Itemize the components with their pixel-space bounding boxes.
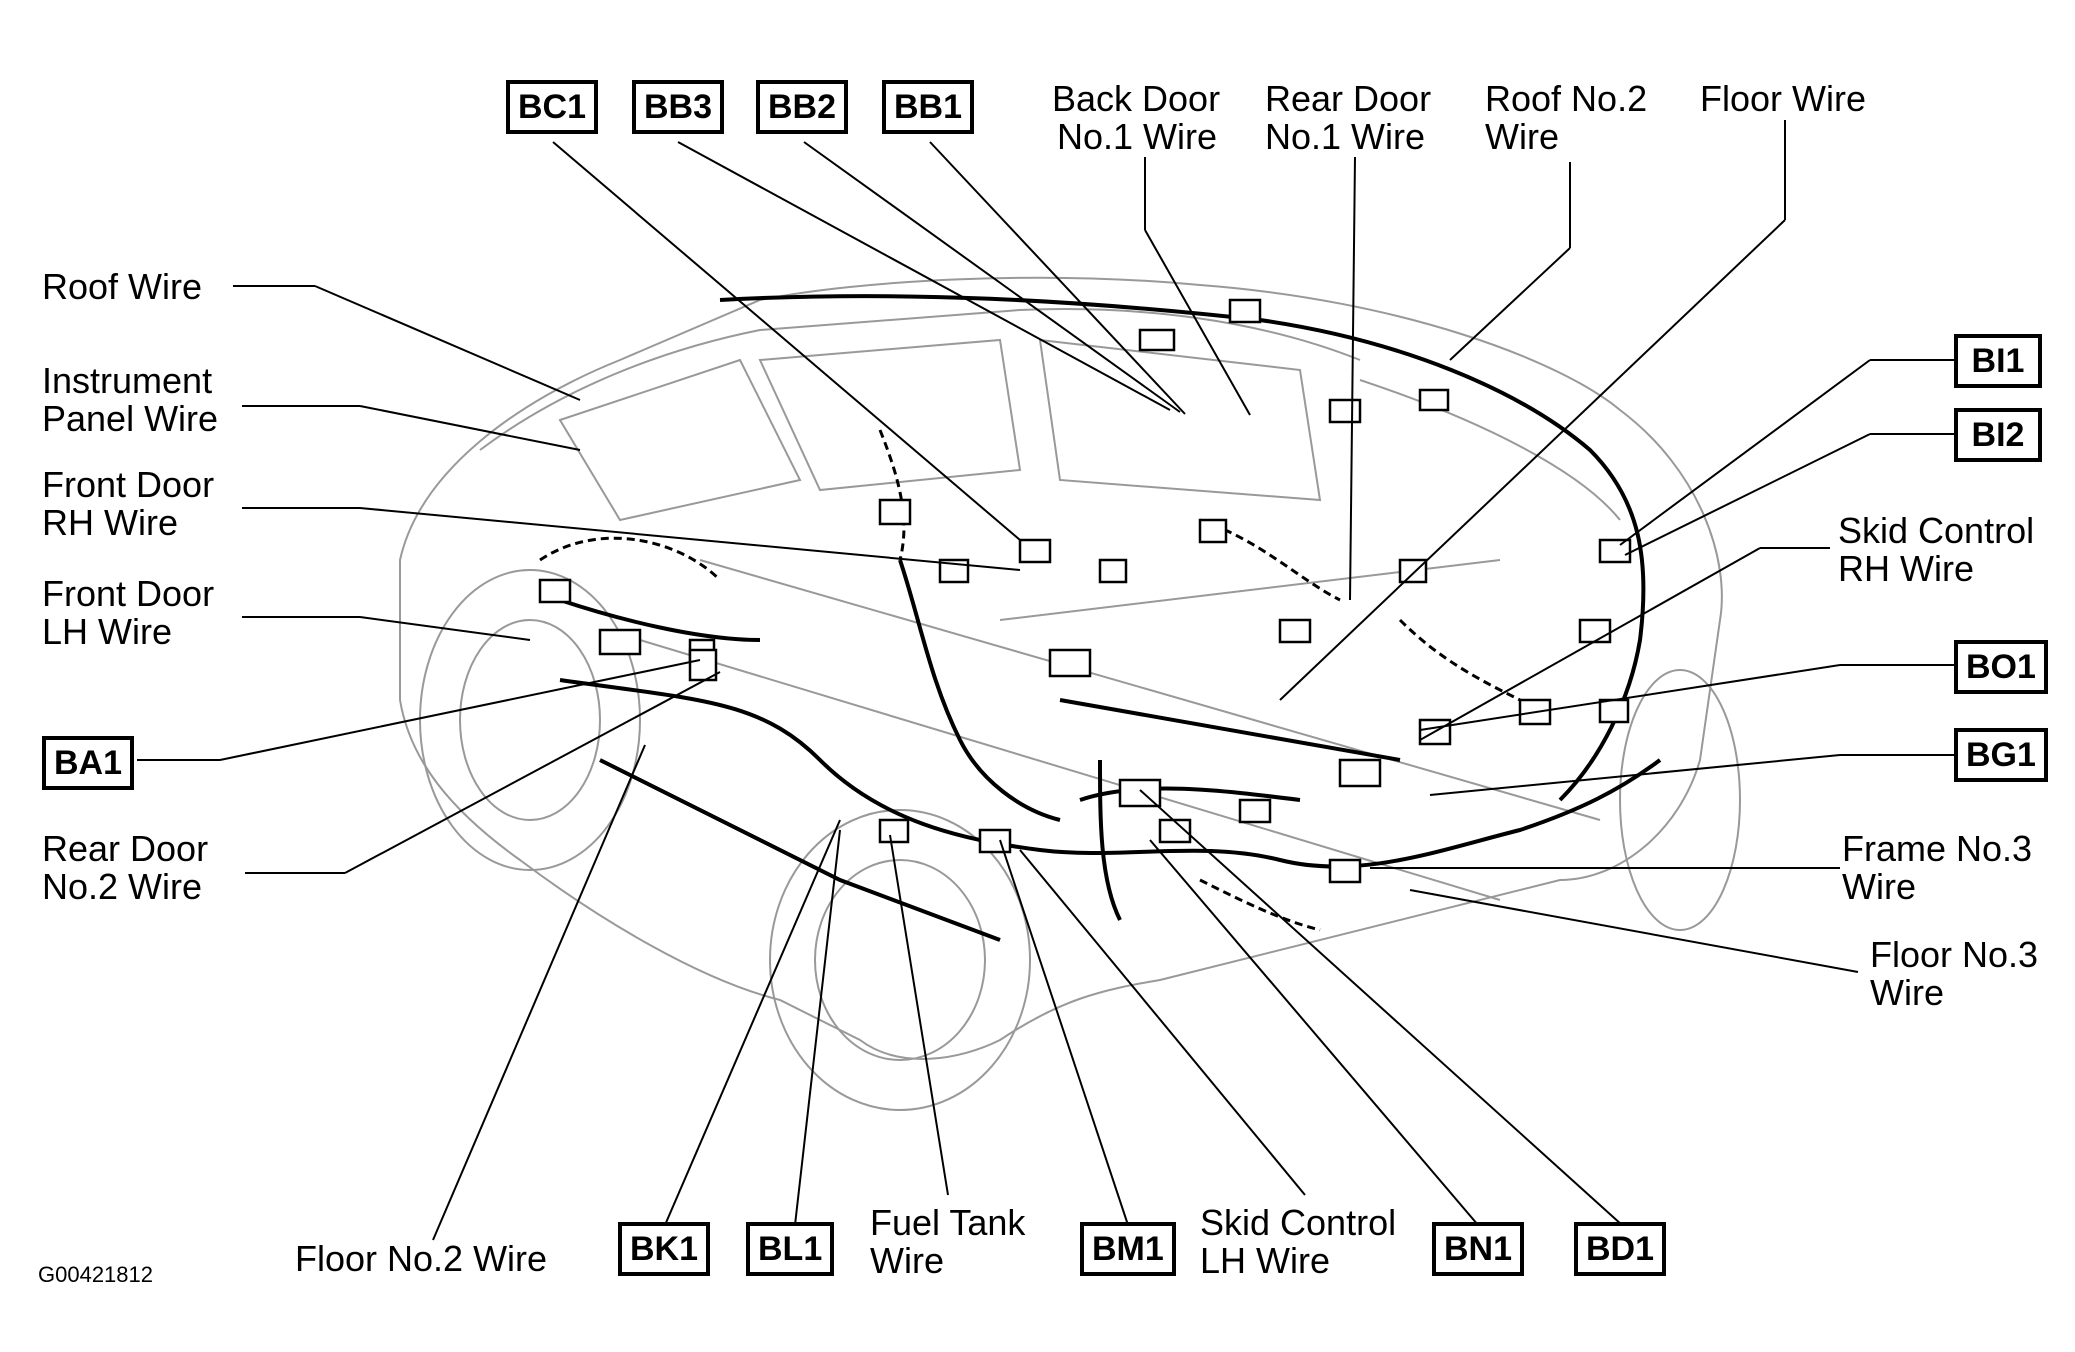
connector-box-bl1: BL1 [746, 1222, 835, 1276]
label-line: No.1 Wire [1057, 116, 1218, 157]
connector-box-bk1: BK1 [618, 1222, 711, 1276]
label-line: Roof Wire [42, 266, 203, 307]
connector-box-bo1: BO1 [1954, 640, 2048, 694]
label-line: Frame No.3 [1842, 828, 2033, 869]
label-floor-wire: Floor Wire [1700, 80, 1866, 118]
label-rear-door-no1-wire: Rear Door No.1 Wire [1265, 80, 1431, 156]
connector-box-bc1: BC1 [506, 80, 599, 134]
label-line: Skid Control [1838, 510, 2035, 551]
label-line: Roof No.2 [1485, 78, 1648, 119]
label-roof-wire: Roof Wire [42, 268, 202, 306]
label-roof-no2-wire: Roof No.2 Wire [1485, 80, 1647, 156]
connector-box-bi2: BI2 [1954, 408, 2042, 462]
connector-box-bb1: BB1 [882, 80, 975, 134]
label-line: Wire [1842, 866, 1916, 907]
vehicle-body-outline [399, 276, 1741, 1111]
figure-code: G00421812 [38, 1262, 153, 1287]
label-front-door-lh-wire: Front Door LH Wire [42, 575, 214, 651]
label-line: LH Wire [42, 611, 173, 652]
label-line: Fuel Tank [870, 1202, 1026, 1243]
connector-box-bd1: BD1 [1574, 1222, 1667, 1276]
label-frame-no3-wire: Frame No.3 Wire [1842, 830, 2032, 906]
label-line: Panel Wire [42, 398, 219, 439]
label-line: Back Door [1052, 78, 1221, 119]
label-line: Wire [1485, 116, 1559, 157]
label-instrument-panel-wire: Instrument Panel Wire [42, 362, 218, 438]
connector-box-bi1: BI1 [1954, 334, 2042, 388]
label-line: Wire [1870, 972, 1944, 1013]
connector-box-bg1: BG1 [1954, 728, 2048, 782]
connector-box-bm1: BM1 [1080, 1222, 1176, 1276]
connector-blocks [538, 298, 1632, 884]
label-line: Front Door [42, 464, 215, 505]
label-floor-no3-wire: Floor No.3 Wire [1870, 936, 2038, 1012]
label-line: Rear Door [42, 828, 209, 869]
label-line: No.1 Wire [1265, 116, 1426, 157]
label-skid-control-rh-wire: Skid Control RH Wire [1838, 512, 2034, 588]
label-line: RH Wire [42, 502, 178, 543]
label-line: Floor No.2 Wire [295, 1238, 548, 1279]
connector-box-bb3: BB3 [632, 80, 725, 134]
leader-lines [137, 120, 1958, 1241]
label-line: Instrument [42, 360, 213, 401]
connector-box-bb2: BB2 [756, 80, 849, 134]
label-line: RH Wire [1838, 548, 1974, 589]
label-line: LH Wire [1200, 1240, 1331, 1281]
label-line: Floor No.3 [1870, 934, 2039, 975]
wire-harness [559, 294, 1662, 942]
label-rear-door-no2-wire: Rear Door No.2 Wire [42, 830, 208, 906]
label-skid-control-lh-wire: Skid Control LH Wire [1200, 1204, 1396, 1280]
label-front-door-rh-wire: Front Door RH Wire [42, 466, 214, 542]
connector-box-ba1: BA1 [42, 736, 135, 790]
label-line: No.2 Wire [42, 866, 203, 907]
label-floor-no2-wire: Floor No.2 Wire [295, 1240, 547, 1278]
label-line: Floor Wire [1700, 78, 1867, 119]
connector-box-bn1: BN1 [1432, 1222, 1525, 1276]
label-fuel-tank-wire: Fuel Tank Wire [870, 1204, 1025, 1280]
label-line: Wire [870, 1240, 944, 1281]
label-line: Front Door [42, 573, 215, 614]
label-back-door-no1-wire: Back Door No.1 Wire [1052, 80, 1220, 156]
label-line: Rear Door [1265, 78, 1432, 119]
label-line: Skid Control [1200, 1202, 1397, 1243]
